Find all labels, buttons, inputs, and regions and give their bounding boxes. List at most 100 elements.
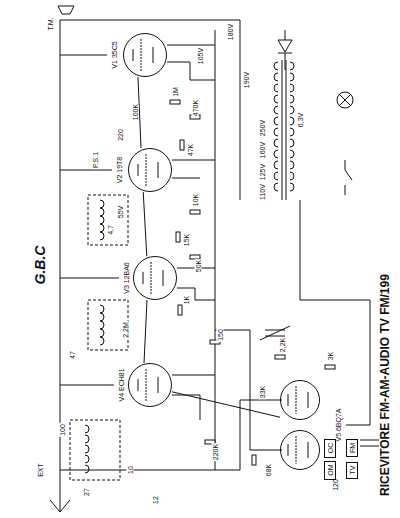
coil-winding (274, 84, 278, 92)
component-value: 55V (117, 205, 124, 219)
switch-position-box: TV (346, 462, 358, 479)
component-value: 470K (192, 99, 199, 117)
coil-winding (290, 161, 294, 169)
coil-winding (290, 128, 294, 136)
component-value: 68K (265, 463, 272, 477)
coil-winding (100, 337, 104, 345)
component-value: 27 (83, 487, 90, 497)
speaker-symbol (58, 6, 74, 14)
coil-winding (274, 128, 278, 136)
coil-winding (85, 425, 89, 433)
component-value: T.M. (47, 16, 54, 31)
coil-winding (290, 62, 294, 70)
coil-winding (290, 172, 294, 180)
title: RICEVITORE FM-AM-AUDIO TV FM/199 (379, 274, 391, 496)
coil-winding (274, 172, 278, 180)
component-value: 3K (327, 351, 334, 362)
component-value: 220K (212, 443, 219, 461)
coil-winding (85, 465, 89, 473)
coil-winding (274, 62, 278, 70)
component-value: 47K (187, 143, 194, 157)
coil-winding (100, 224, 104, 232)
tube-name: V3 12BA6 (123, 261, 130, 295)
switch-position-box: OM (324, 461, 336, 480)
component-value: 105V (197, 47, 204, 65)
coil-winding (274, 95, 278, 103)
component-value: 4,7 (107, 224, 114, 236)
component-value: 47 (69, 350, 76, 360)
signal-wire (144, 300, 147, 363)
coil-winding (290, 117, 294, 125)
wire (60, 375, 215, 420)
vacuum-tube: V1 35C5 (107, 33, 167, 77)
wire (60, 268, 215, 300)
component-value: 12 (152, 495, 159, 505)
vacuum-tube: V5 6BQ7A (280, 375, 346, 475)
supply-wire (60, 20, 240, 200)
coil-winding (85, 435, 89, 443)
component-value: 250V (259, 119, 266, 137)
signal-wire (143, 192, 147, 256)
component-value: 1K (183, 295, 190, 306)
coil-winding (85, 455, 89, 463)
coil-winding (290, 183, 294, 191)
coil-winding (274, 161, 278, 169)
component-value: 10K (192, 193, 199, 207)
vacuum-tube: V3 12BA6 (119, 256, 177, 300)
component-value: 100 (59, 423, 66, 437)
coil-winding (290, 106, 294, 114)
component-value: 50K (195, 259, 202, 273)
coil-winding (274, 117, 278, 125)
tube-name: V1 35C5 (111, 40, 118, 69)
switch-label: FM (349, 442, 356, 454)
diode-symbol (278, 30, 292, 70)
tube-name: V5 6BQ7A (335, 407, 342, 442)
component-value: 6,3V (297, 112, 304, 128)
brand-logo: G.B.C (33, 245, 47, 286)
component-value: 120 (332, 478, 339, 492)
vacuum-tube: V4 ECH81 (114, 363, 172, 407)
wire (300, 200, 370, 425)
coil-winding (274, 183, 278, 191)
component-value: 110V (259, 183, 266, 201)
switch-label: TV (349, 465, 356, 476)
switch-label: OC (327, 442, 334, 455)
coil-winding (274, 73, 278, 81)
coil-winding (100, 200, 104, 208)
coil-winding (290, 73, 294, 81)
component-value: 1M (172, 86, 179, 98)
component-value: 2,2K (279, 337, 286, 353)
tube-name: V4 ECH81 (118, 367, 125, 402)
coil-winding (274, 106, 278, 114)
component-value: 150 (217, 328, 224, 342)
component-value: 2,2M (122, 321, 129, 339)
component-value: 10 (127, 465, 134, 475)
component-value: 125V (259, 163, 266, 181)
switch-label: OM (327, 463, 334, 476)
coil-winding (100, 232, 104, 240)
component-value: 100K (132, 103, 139, 121)
coil-winding (100, 329, 104, 337)
component-value: 220 (117, 128, 124, 142)
coil-winding (274, 150, 278, 158)
component-value: 33K (259, 385, 266, 399)
coil-winding (100, 208, 104, 216)
component-value: 180V (227, 23, 234, 41)
coil-winding (100, 216, 104, 224)
tube-name: V2 19T8 (116, 156, 123, 184)
vacuum-tube: V2 19T8 (112, 148, 172, 192)
coil-winding (290, 84, 294, 92)
coil-winding (100, 305, 104, 313)
switch-position-box: OC (324, 439, 336, 458)
wire (60, 330, 282, 470)
coil-winding (100, 321, 104, 329)
switch-position-box: FM (346, 439, 358, 457)
coil-winding (290, 139, 294, 147)
wire (60, 160, 215, 178)
component-value: 190V (243, 71, 250, 89)
b-plus-rail (215, 30, 216, 470)
component-value: P.S.1 (92, 151, 99, 169)
coil-winding (85, 445, 89, 453)
component-value: 15K (183, 233, 190, 247)
coil-winding (100, 313, 104, 321)
